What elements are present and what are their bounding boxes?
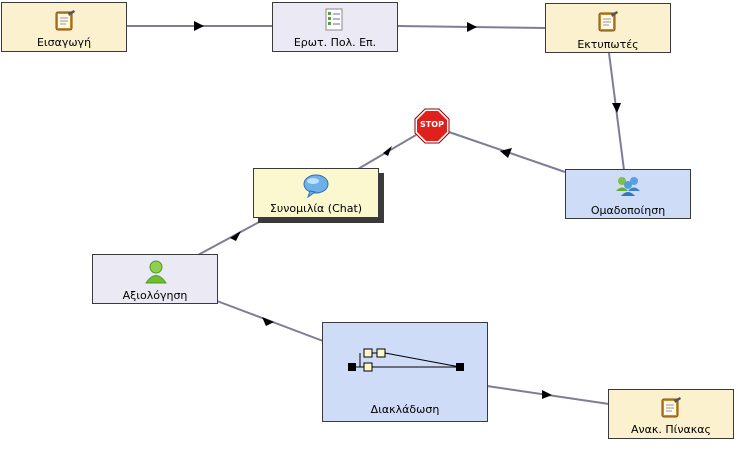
node-label: Αξιολόγηση (122, 289, 188, 302)
node-chat[interactable]: Συνομιλία (Chat) (253, 168, 379, 218)
node-stop[interactable]: STOP (414, 108, 450, 144)
edge-omadopoiisi-stop[interactable] (445, 130, 566, 173)
notepad-icon (54, 9, 76, 35)
edge-chat-axiologisi[interactable] (197, 220, 262, 256)
node-label: Εισαγωγή (36, 36, 92, 49)
branch-icon (348, 346, 464, 380)
notepad-icon (660, 396, 682, 422)
node-diaklados[interactable]: Διακλάδωση (322, 322, 488, 422)
edge-erot-ektypotes[interactable] (396, 22, 546, 32)
node-label: Ανακ. Πίνακας (631, 423, 711, 436)
edge-stop-chat[interactable] (357, 134, 417, 170)
node-ektypotes[interactable]: Εκτυπωτές (545, 3, 671, 53)
node-label: Διακλάδωση (370, 403, 440, 416)
edge-diaklados-anak[interactable] (486, 385, 610, 405)
group-users-icon (614, 175, 642, 201)
node-eisagogi[interactable]: Εισαγωγή (1, 2, 127, 52)
node-omadopoiisi[interactable]: Ομαδοποίηση (565, 169, 691, 219)
edge-ektypotes-omadopoiisi[interactable] (608, 52, 625, 171)
edge-eisagogi-erot[interactable] (126, 21, 272, 31)
node-anak[interactable]: Ανακ. Πίνακας (608, 389, 734, 439)
node-erot[interactable]: Ερωτ. Πολ. Επ. (272, 2, 398, 52)
notepad-icon (597, 10, 619, 36)
edge-axiologisi-diaklados[interactable] (216, 300, 324, 342)
stop-label: STOP (420, 120, 444, 129)
node-label: Συνομιλία (Chat) (269, 202, 363, 215)
node-axiologisi[interactable]: Αξιολόγηση (92, 254, 218, 304)
user-icon (145, 260, 167, 288)
node-label: Ερωτ. Πολ. Επ. (293, 36, 377, 49)
stop-sign-icon (414, 108, 450, 144)
node-label: Εκτυπωτές (577, 38, 639, 51)
chat-bubble-icon (302, 174, 330, 202)
checklist-icon (324, 8, 346, 36)
node-label: Ομαδοποίηση (590, 204, 666, 217)
